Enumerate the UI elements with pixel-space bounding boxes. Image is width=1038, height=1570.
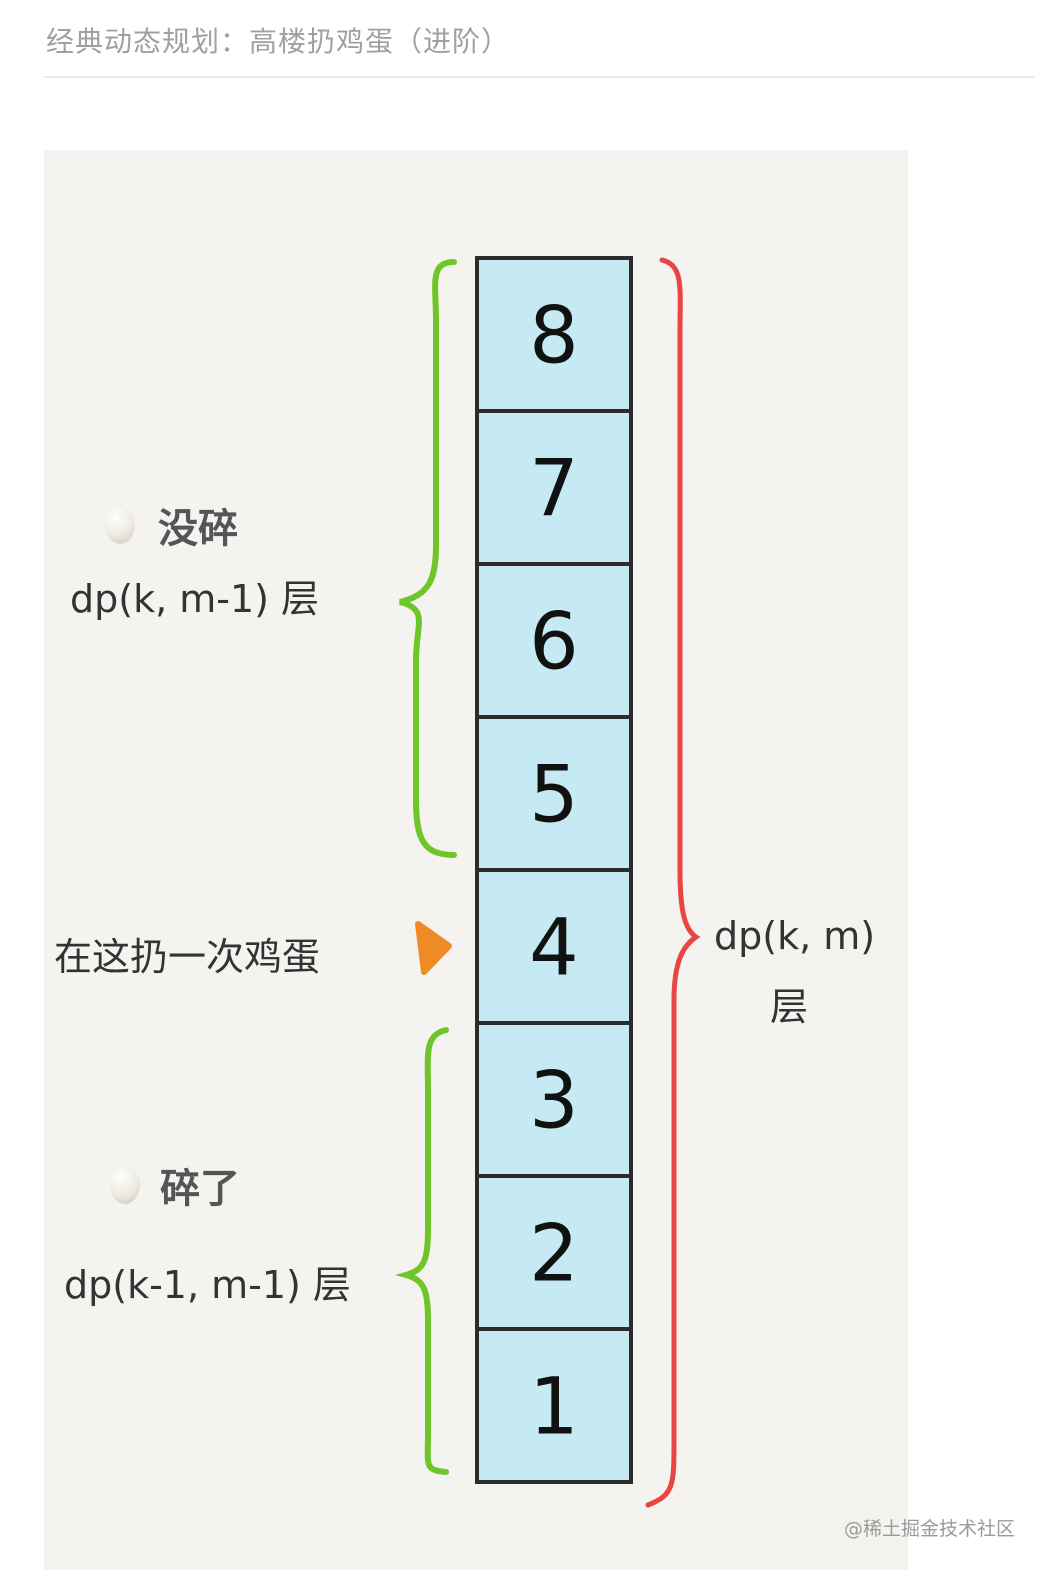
egg-icon-upper bbox=[105, 506, 135, 544]
floor-number-1: 1 bbox=[529, 1363, 579, 1453]
floor-number-7: 7 bbox=[529, 445, 579, 535]
egg-icon-lower bbox=[110, 1166, 140, 1204]
floor-number-8: 8 bbox=[529, 292, 579, 382]
title-divider bbox=[44, 76, 1034, 78]
upper-green-brace bbox=[399, 259, 457, 858]
floor-number-3: 3 bbox=[529, 1057, 579, 1147]
total-red-brace bbox=[645, 257, 701, 1508]
upper-formula: dp(k, m-1) 层 bbox=[70, 577, 320, 621]
floor-cell-3 bbox=[475, 1021, 633, 1178]
floor-stack: 8 7 6 5 4 3 2 1 bbox=[475, 256, 633, 1484]
floor-cell-8 bbox=[475, 256, 633, 413]
floor-number-4: 4 bbox=[529, 904, 579, 994]
lower-formula: dp(k-1, m-1) 层 bbox=[64, 1263, 351, 1307]
page-title: 经典动态规划：高楼扔鸡蛋（进阶） bbox=[46, 25, 511, 58]
throw-label: 在这扔一次鸡蛋 bbox=[54, 935, 321, 979]
floor-cell-7 bbox=[475, 409, 633, 566]
floor-number-5: 5 bbox=[529, 751, 579, 841]
watermark: @稀土掘金技术社区 bbox=[844, 1518, 1016, 1540]
not-broken-heading: 没碎 bbox=[158, 506, 238, 552]
floor-number-6: 6 bbox=[529, 598, 579, 688]
diagram-panel: 8 7 6 5 4 3 2 1 没碎 dp(k, m-1) 层 在这扔一次鸡蛋 碎了 dp(k… bbox=[44, 150, 908, 1570]
throw-arrow-icon bbox=[415, 921, 452, 975]
building-diagram: 8 7 6 5 4 3 2 1 bbox=[394, 256, 701, 1508]
lower-green-brace bbox=[394, 1027, 449, 1475]
total-formula: dp(k, m) bbox=[714, 914, 876, 958]
floor-cell-1 bbox=[475, 1327, 633, 1484]
broken-heading: 碎了 bbox=[160, 1166, 240, 1212]
floor-cell-5 bbox=[475, 715, 633, 872]
total-unit: 层 bbox=[770, 985, 809, 1029]
floor-number-2: 2 bbox=[529, 1210, 579, 1300]
